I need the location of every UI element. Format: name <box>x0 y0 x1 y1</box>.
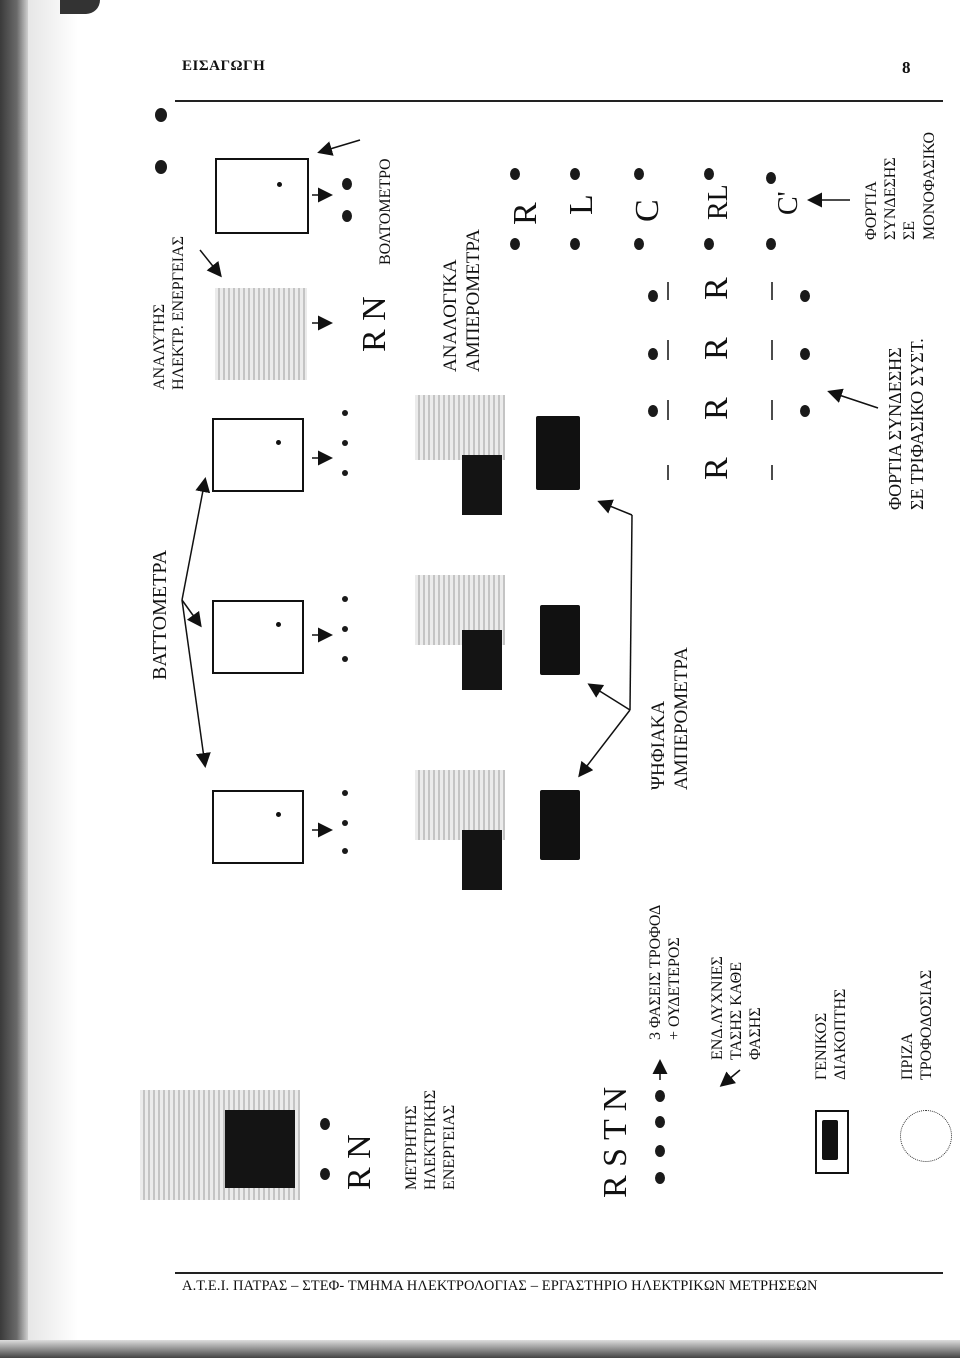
analog-ammeters-label: ΑΝΑΛΟΓΙΚΑ ΑΜΠΕΡΟΜΕΤΡΑ <box>440 229 484 372</box>
digital-ammeter-3 <box>536 416 580 490</box>
voltmeter <box>215 158 309 234</box>
phase-letters: R S T N <box>597 1086 634 1198</box>
energy-analyzer-photo <box>215 288 307 380</box>
wattmeter-arrow-3 <box>181 477 211 601</box>
scan-bottom-edge <box>0 1340 960 1358</box>
scan-corner <box>60 0 100 14</box>
analyzer-terminals: R N <box>356 296 393 352</box>
binding-shadow <box>0 0 28 1358</box>
header-rule <box>175 100 943 102</box>
analog-ammeter-panel-1 <box>415 770 505 840</box>
digital-ammeter-1 <box>540 790 580 860</box>
page-title: ΕΙΣΑΓΩΓΗ <box>182 58 266 74</box>
supply-socket-icon <box>900 1110 952 1162</box>
wattmeter-arrow-2 <box>181 599 202 628</box>
page-number: 8 <box>902 58 911 77</box>
footer-rule <box>175 1272 943 1274</box>
energy-meter-display <box>225 1110 295 1188</box>
main-switch-label: ΓΕΝΙΚΟΣ ΔΙΑΚΟΠΤΗΣ <box>813 988 850 1080</box>
wattmeter-1 <box>212 790 304 864</box>
voltmeter-label: ΒΟΛΤΟΜΕΤΡΟ <box>377 158 394 265</box>
wattmeter-2 <box>212 600 304 674</box>
indicator-lamps-label: ΕΝΔ.ΛΥΧΝΙΕΣ ΤΑΣΗΣ ΚΑΘΕ ΦΑΣΗΣ <box>709 956 765 1060</box>
energy-meter-label: ΜΕΤΡΗΤΗΣ ΗΛΕΚΤΡΙΚΗΣ ΕΝΕΡΓΕΙΑΣ <box>403 1089 459 1190</box>
digital-ammeter-2 <box>540 605 580 675</box>
wattmeters-label: ΒΑΤΤΟΜΕΤΡΑ <box>149 549 171 680</box>
wattmeter-3 <box>212 418 304 492</box>
digital-ammeters-label: ΨΗΦΙΑΚΑ ΑΜΠΕΡΟΜΕΤΡΑ <box>648 647 692 790</box>
wattmeter-arrow-1 <box>181 599 211 768</box>
analyzer-label: ΑΝΑΛΥΤΗΣ ΗΛΕΚΤΡ. ΕΝΕΡΓΕΙΑΣ <box>151 236 188 390</box>
page-footer: Α.Τ.Ε.Ι. ΠΑΤΡΑΣ – ΣΤΕΦ- ΤΜΗΜΑ ΗΛΕΚΤΡΟΛΟΓ… <box>182 1278 818 1294</box>
supply-socket-label: ΠΡΙΖΑ ΤΡΟΦΟΔΟΣΙΑΣ <box>899 969 936 1080</box>
three-phase-loads-label: ΦΟΡΤΙΑ ΣΥΝΔΕΣΗΣ ΣΕ ΤΡΙΦΑΣΙΚΟ ΣΥΣΤ. <box>885 338 927 510</box>
analog-ammeter-panel-3 <box>415 395 505 460</box>
energy-meter-terminals: R N <box>341 1134 378 1190</box>
single-phase-loads-label: ΦΟΡΤΙΑ ΣΥΝΔΕΣΗΣ ΣΕ ΜΟΝΟΦΑΣΙΚΟ <box>863 131 938 240</box>
phases-label: 3 ΦΑΣΕΙΣ ΤΡΟΦΟΔ + ΟΥΔΕΤΕΡΟΣ <box>647 904 684 1040</box>
binding-gutter <box>28 0 78 1358</box>
